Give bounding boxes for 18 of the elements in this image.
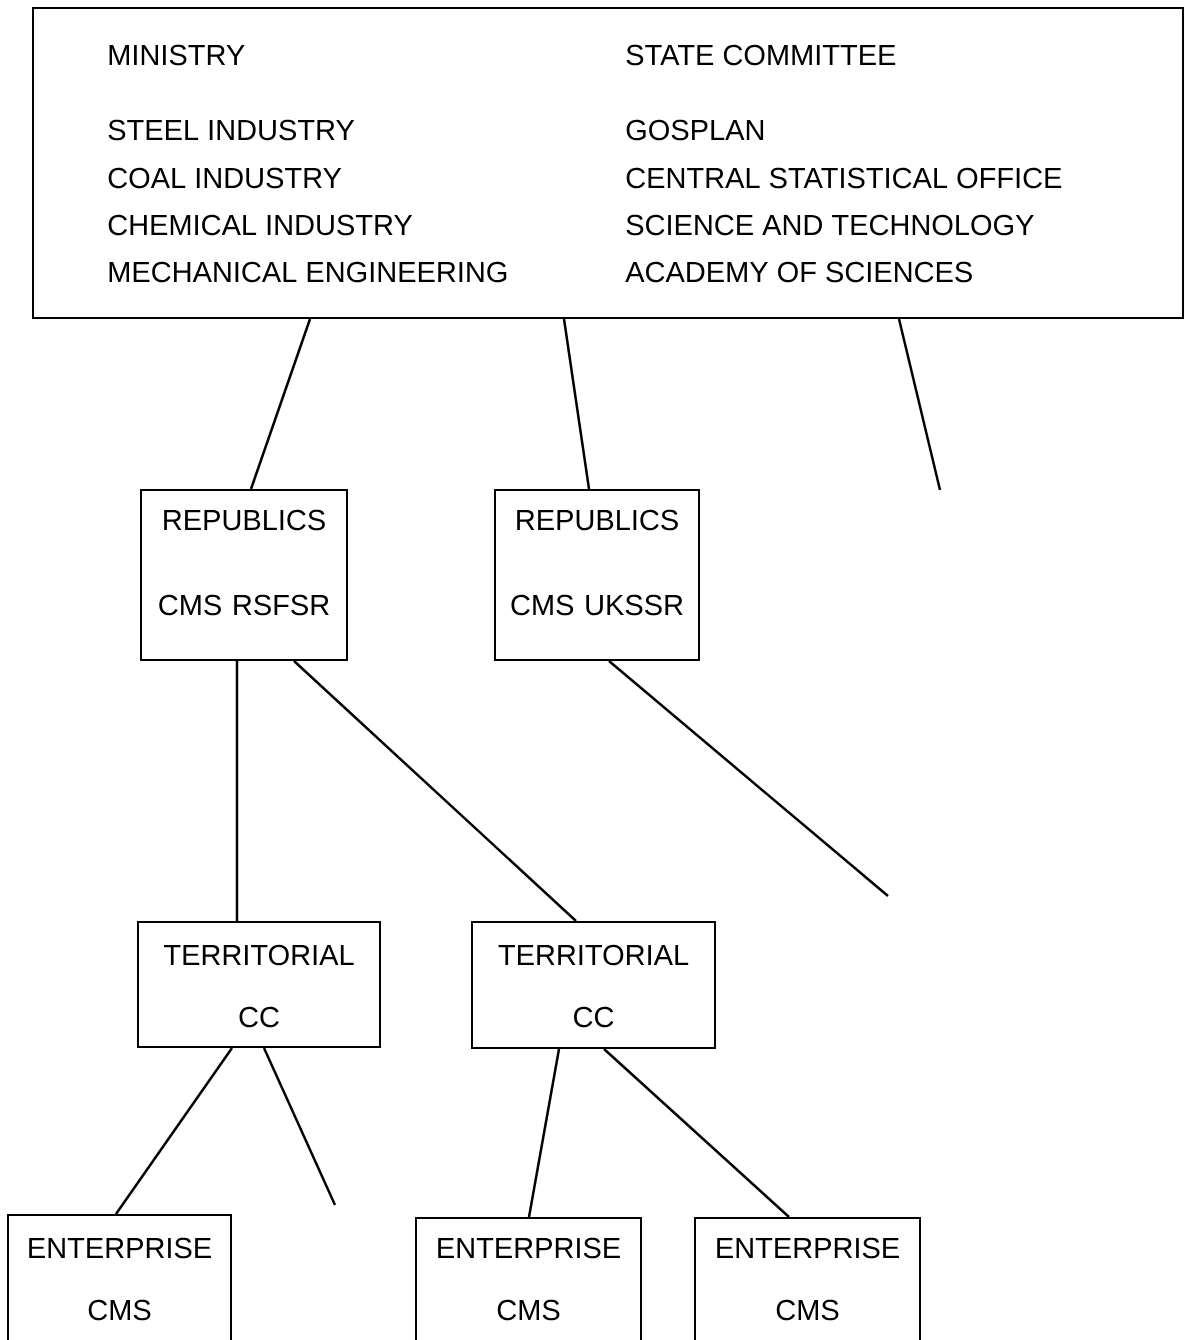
- connector-line: [235, 661, 239, 921]
- ministry-committee-box: MINISTRY STEEL INDUSTRY COAL INDUSTRY CHEMICAL INDUSTRY MECHANICAL ENGINEERING STATE COMMITTEE GOSPLAN CENTRAL STATISTICAL OFFICE SCIENCE AND TECHNOLOGY ACADEMY OF SCIENCES: [32, 7, 1184, 319]
- organization-box: ENTERPRISE CMS: [694, 1217, 921, 1340]
- connector-line: [897, 318, 942, 491]
- connector-line: [603, 1048, 790, 1218]
- organization-box: REPUBLICS CMS UKSSR: [494, 489, 700, 661]
- connector-line: [249, 318, 312, 490]
- organization-box: ENTERPRISE CMS: [415, 1217, 642, 1340]
- organization-box: TERRITORIAL CC: [137, 921, 381, 1048]
- connector-line: [527, 1048, 561, 1218]
- organization-box: ENTERPRISE CMS: [7, 1214, 232, 1340]
- connector-line: [562, 318, 591, 490]
- connector-line: [293, 660, 577, 922]
- connector-line: [608, 660, 889, 897]
- organization-box: REPUBLICS CMS RSFSR: [140, 489, 348, 661]
- connector-line: [114, 1047, 234, 1215]
- connector-line: [262, 1047, 337, 1206]
- organization-box: TERRITORIAL CC: [471, 921, 716, 1049]
